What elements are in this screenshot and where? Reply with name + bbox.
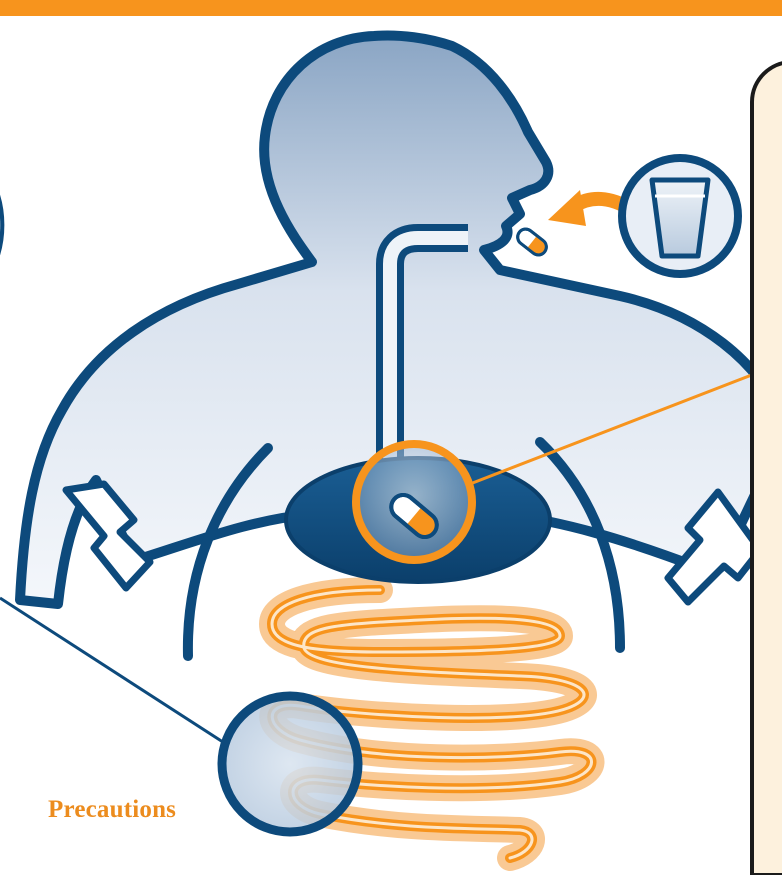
info-panel	[752, 62, 782, 875]
water-glass-icon	[652, 180, 708, 256]
precautions-heading: Precautions	[48, 797, 176, 822]
top-accent-band-bar	[0, 0, 782, 16]
pill-icon	[514, 226, 549, 258]
